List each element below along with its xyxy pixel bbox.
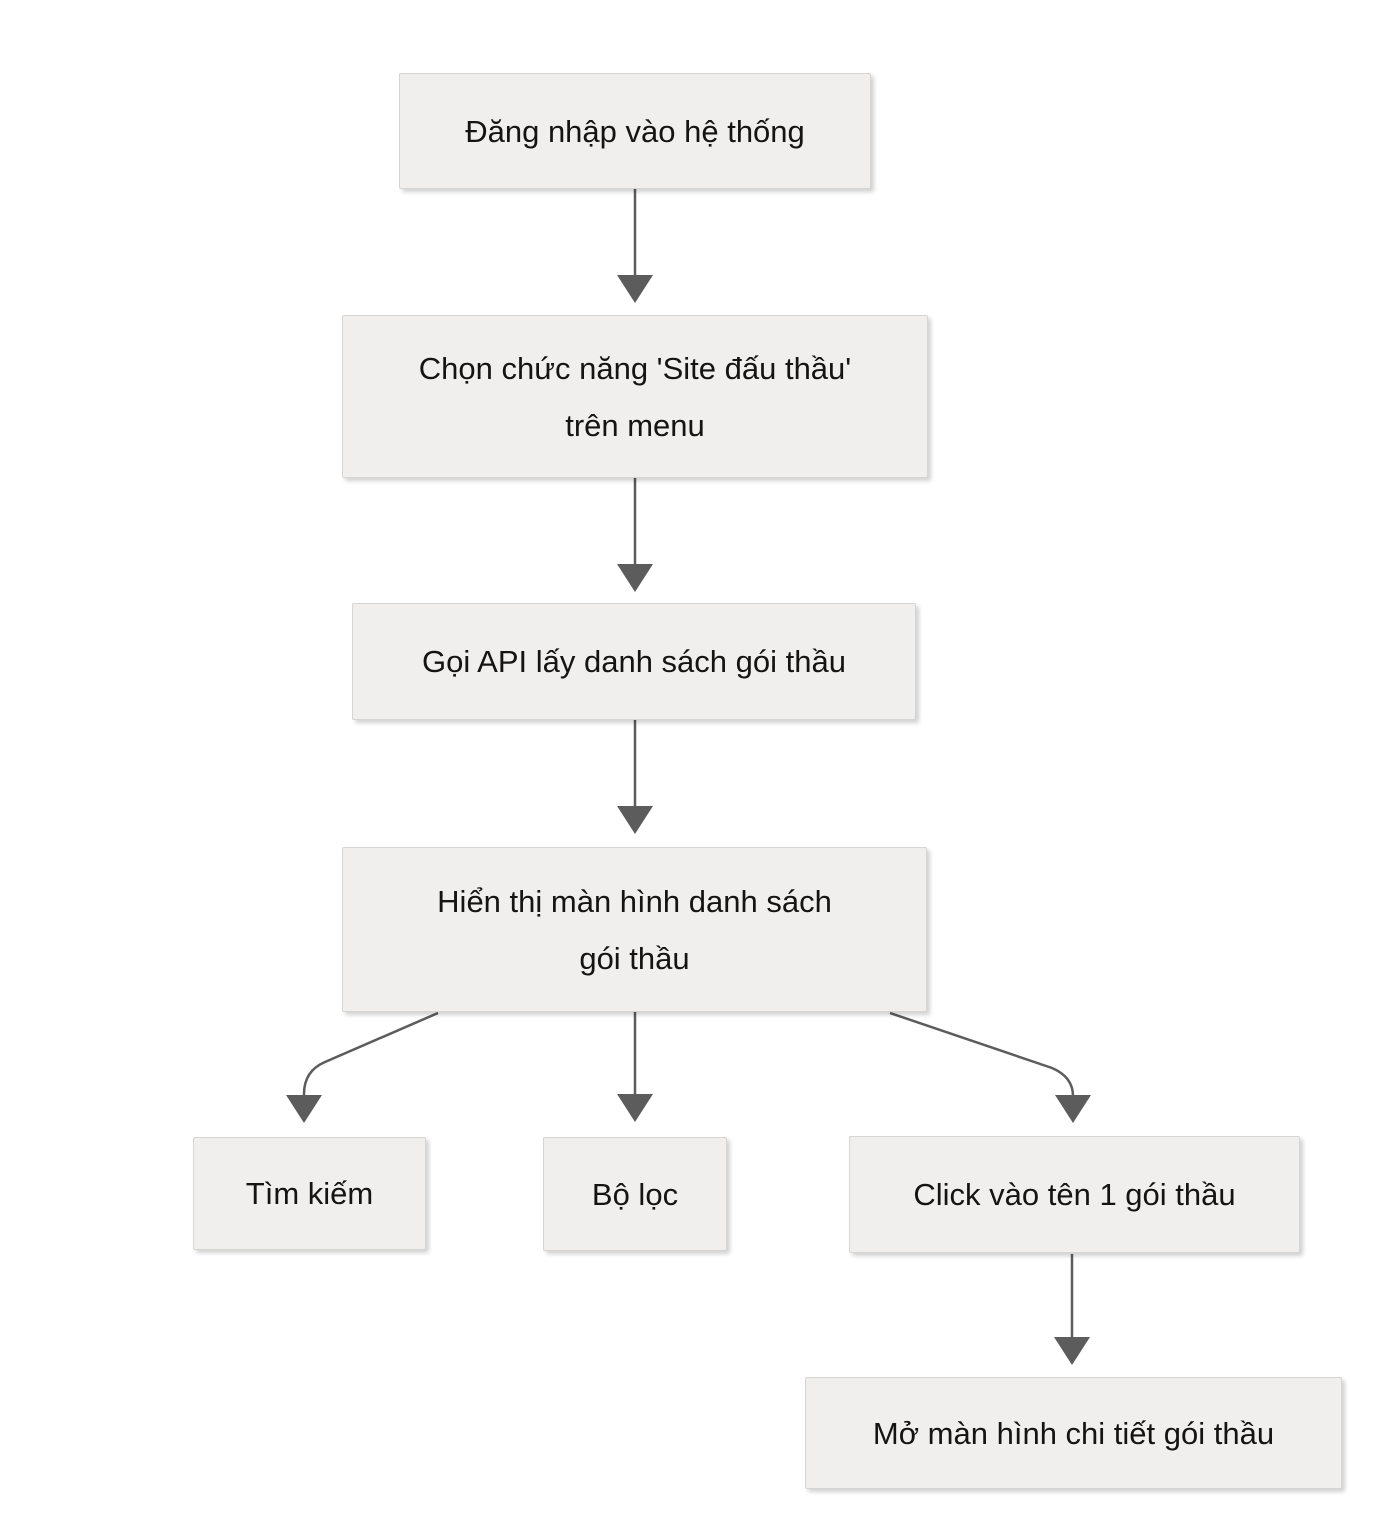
flow-node-call-api-label: Gọi API lấy danh sách gói thầu [422,644,846,679]
arrow-list-to-search [286,1011,439,1123]
arrow-api-to-list [617,720,653,834]
flow-node-show-list-label-line1: Hiển thị màn hình danh sách [437,883,832,919]
arrow-click-to-detail [1054,1254,1090,1365]
flow-node-login: Đăng nhập vào hệ thống [399,73,871,189]
flow-node-open-detail: Mở màn hình chi tiết gói thầu [805,1377,1342,1489]
flow-node-open-detail-label: Mở màn hình chi tiết gói thầu [872,1415,1275,1451]
flow-node-show-list: Hiển thị màn hình danh sách gói thầu [342,847,927,1012]
flow-node-select-site-bidding-label-line1: Chọn chức năng 'Site đấu thầu' [418,350,852,386]
arrow-list-to-click [889,1011,1091,1123]
flow-node-search: Tìm kiếm [193,1137,426,1250]
arrow-login-to-select [617,189,653,303]
flow-node-login-label: Đăng nhập vào hệ thống [465,113,805,149]
flow-node-call-api: Gọi API lấy danh sách gói thầu [352,603,916,720]
flow-node-search-label: Tìm kiếm [245,1176,374,1211]
flow-node-show-list-label-line2: gói thầu [579,940,690,976]
flow-node-filter: Bộ lọc [543,1137,727,1251]
flow-node-click-package: Click vào tên 1 gói thầu [849,1136,1300,1253]
arrow-select-to-api [617,478,653,592]
flow-node-select-site-bidding-label-line2: trên menu [565,407,705,443]
flow-node-select-site-bidding: Chọn chức năng 'Site đấu thầu' trên menu [342,315,928,478]
flow-node-click-package-label: Click vào tên 1 gói thầu [913,1177,1236,1212]
arrow-list-to-filter [617,1012,653,1122]
flow-node-filter-label: Bộ lọc [591,1176,679,1212]
